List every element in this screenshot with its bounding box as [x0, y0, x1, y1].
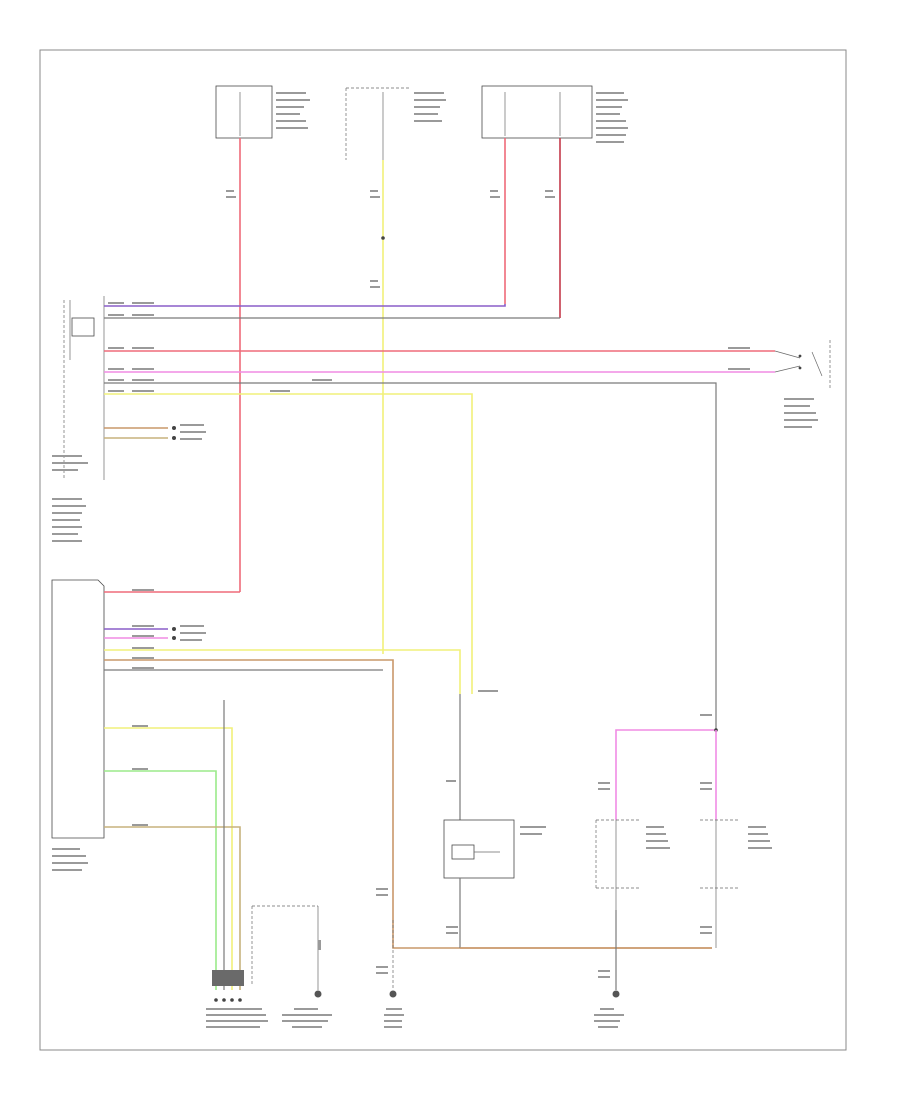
module-labels-1	[52, 455, 88, 542]
fuse-box-3	[481, 85, 593, 139]
fuse-box-2	[345, 87, 410, 160]
connector-dot-4	[172, 636, 176, 640]
brake-switch-notes	[784, 398, 818, 428]
splice-point-1	[381, 236, 385, 240]
wire-gray-tail	[104, 382, 717, 730]
backup-switch-notes	[520, 826, 546, 835]
wire-brown-ground	[104, 659, 712, 949]
backup-lamp-switch	[443, 819, 515, 879]
diagram-frame	[39, 49, 847, 1051]
connector-dot-2	[172, 436, 176, 440]
wire-tan-conn	[104, 826, 241, 990]
right-tail-lamp	[700, 819, 740, 948]
wire-yellow-backup	[104, 393, 473, 694]
wire-yellow-trailer	[104, 649, 461, 694]
trailer-module	[51, 579, 105, 839]
bottom-notes	[206, 1008, 624, 1028]
connector-dot-3	[172, 627, 176, 631]
ground-3	[612, 990, 620, 998]
brake-light-switch	[774, 340, 831, 388]
trailer-connector	[212, 970, 244, 1002]
central-electronic-module	[63, 296, 105, 480]
wire-pink-left-lamp	[615, 729, 716, 820]
fuse-notes	[276, 92, 628, 143]
ground-1	[251, 905, 322, 998]
left-tail-lamp	[595, 819, 640, 910]
connector-dot-1	[172, 426, 176, 430]
wire-tags	[108, 190, 750, 978]
wire-yellow-conn	[104, 727, 233, 990]
lamp-notes	[646, 826, 772, 849]
wire-green-conn	[104, 770, 217, 990]
trailer-module-notes	[52, 848, 88, 871]
wire-violet-1	[104, 304, 506, 307]
ground-2	[389, 920, 397, 998]
fuse-box-1	[215, 85, 273, 139]
